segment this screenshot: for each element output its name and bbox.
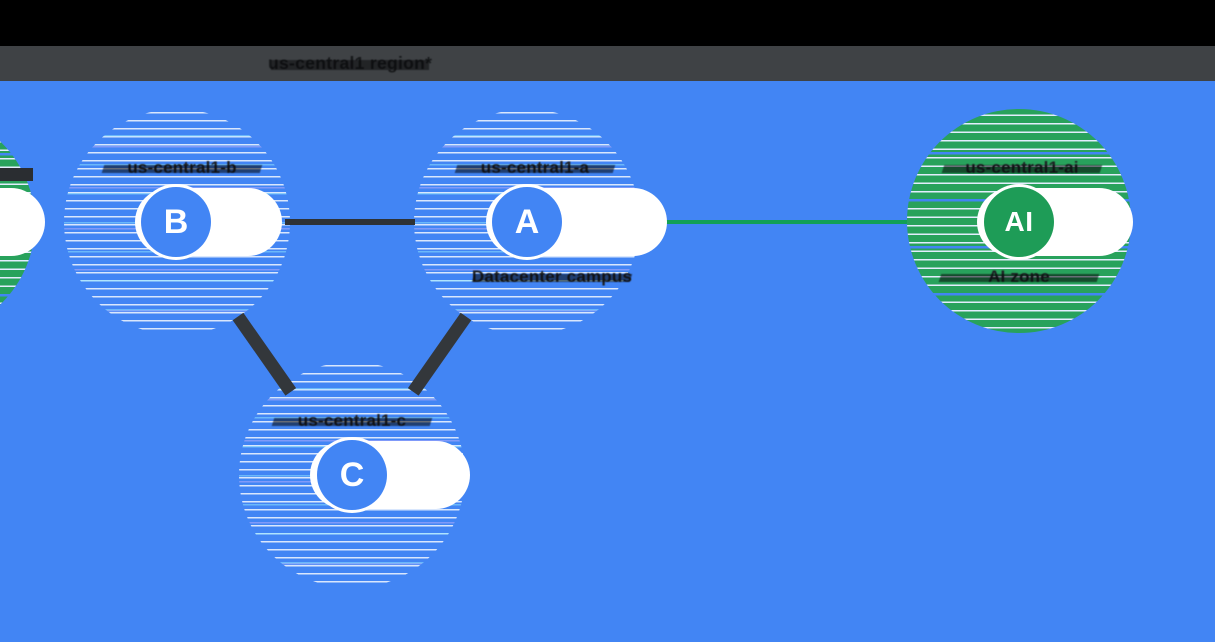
- zone-sublabel-ai: AI zone: [909, 266, 1129, 288]
- zone-label-a: us-central1-a: [425, 157, 645, 179]
- zone-node-a: A: [492, 187, 562, 257]
- zone-node-b: B: [141, 187, 211, 257]
- zone-node-letter: C: [339, 455, 365, 494]
- header-gray-band: [0, 46, 1215, 81]
- connector-a-c: [407, 312, 472, 396]
- zone-node-letter: AI: [1004, 206, 1034, 237]
- zone-node-letter: B: [163, 202, 189, 241]
- offscreen-zone-label-fragment: [0, 168, 33, 181]
- zone-label-ai: us-central1-ai: [912, 157, 1132, 179]
- offscreen-zone-pill: [0, 188, 45, 256]
- zone-node-letter: A: [514, 202, 540, 241]
- zone-sublabel-a: Datacenter campus: [442, 266, 662, 288]
- header-black-band: [0, 0, 1215, 46]
- diagram-title: us-central1 region*: [268, 49, 432, 77]
- ai-zone-node: AI: [984, 187, 1054, 257]
- zone-label-c: us-central1-c: [242, 410, 462, 432]
- zone-node-c: C: [317, 440, 387, 510]
- zone-label-b: us-central1-b: [72, 157, 292, 179]
- connector-b-c: [232, 312, 297, 396]
- connector-a-ai: [653, 220, 907, 224]
- connector-b-a: [285, 219, 415, 225]
